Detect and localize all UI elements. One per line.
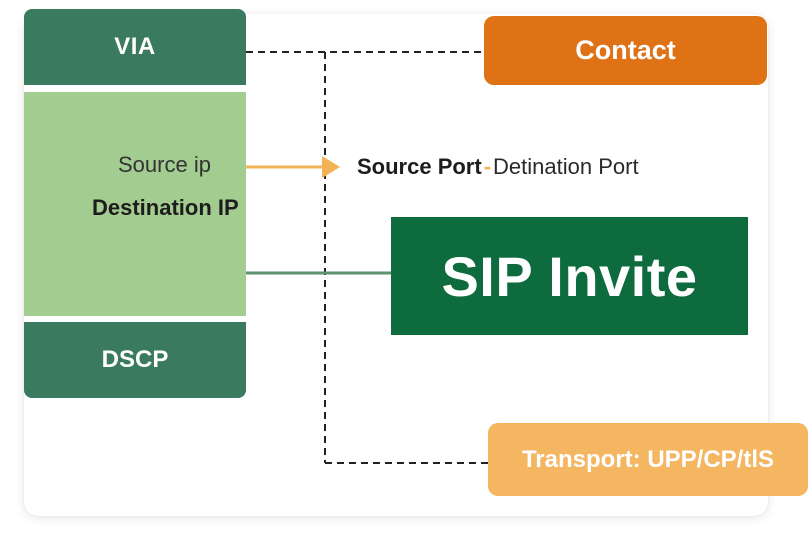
via-body bbox=[24, 92, 246, 316]
transport-label: Transport: UPP/CP/tlS bbox=[521, 445, 775, 473]
destination-ip-label: Destination IP bbox=[92, 195, 239, 220]
via-header: VIA bbox=[24, 9, 246, 85]
sip-invite-label: SIP Invite bbox=[441, 244, 698, 308]
source-ip-label: Source ip bbox=[118, 152, 211, 177]
contact-label: Contact bbox=[575, 35, 676, 65]
destination-port-label: Detination Port bbox=[493, 154, 639, 179]
dscp-footer: DSCP bbox=[24, 322, 246, 398]
dscp-label: DSCP bbox=[101, 346, 169, 373]
port-separator: - bbox=[483, 154, 492, 179]
sip-invite-box: SIP Invite bbox=[391, 217, 748, 335]
transport-box: Transport: UPP/CP/tlS bbox=[488, 423, 808, 496]
source-port-label: Source Port bbox=[357, 154, 482, 179]
contact-box: Contact bbox=[484, 16, 767, 85]
port-line: Source Port-Detination Port bbox=[357, 154, 639, 180]
via-header-label: VIA bbox=[114, 33, 156, 60]
